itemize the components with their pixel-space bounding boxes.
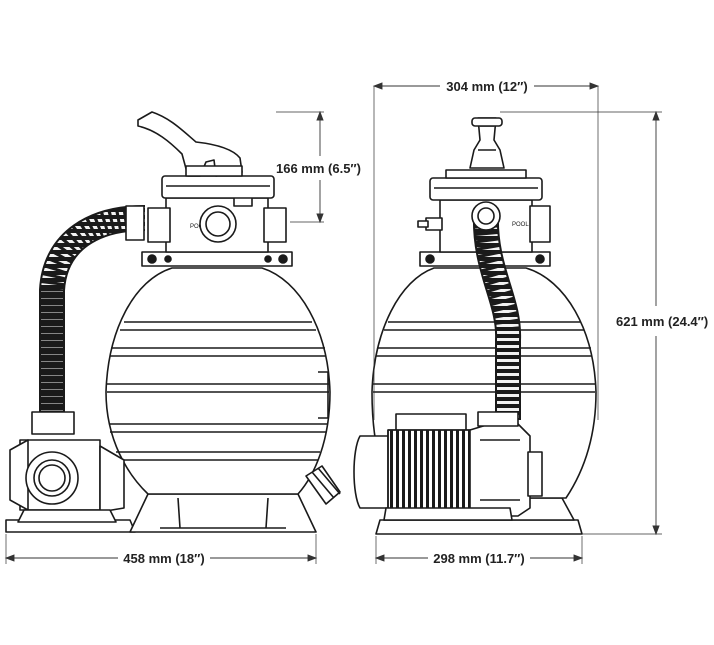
dim-top-width: 304 mm (12″) [446,79,527,94]
front-tank-ribs [373,321,595,393]
dim-total-height: 621 mm (24.4″) [616,314,708,329]
side-view: POOL [5,111,341,533]
front-view: POOL [353,117,597,535]
side-valve-handle [137,111,243,177]
dim-valve-height: 166 mm (6.5″) [276,161,361,176]
side-tank-body [105,267,331,495]
side-tank-ribs [107,321,329,461]
dim-front-base-width: 298 mm (11.7″) [433,551,525,566]
side-tank-bracket [318,371,329,419]
side-pump [9,411,125,523]
side-tank-base [129,493,317,533]
side-valve-collar [161,175,275,199]
front-base-plate [375,519,583,535]
dim-side-base-width: 458 mm (18″) [123,551,204,566]
front-pump [353,411,543,521]
side-outlet-fitting [305,465,341,505]
pool-label-left: POOL [190,224,207,230]
front-valve-collar [429,177,543,201]
dimension-lines [4,82,662,564]
front-hose [472,213,522,420]
pool-label-right: POOL [512,222,529,228]
